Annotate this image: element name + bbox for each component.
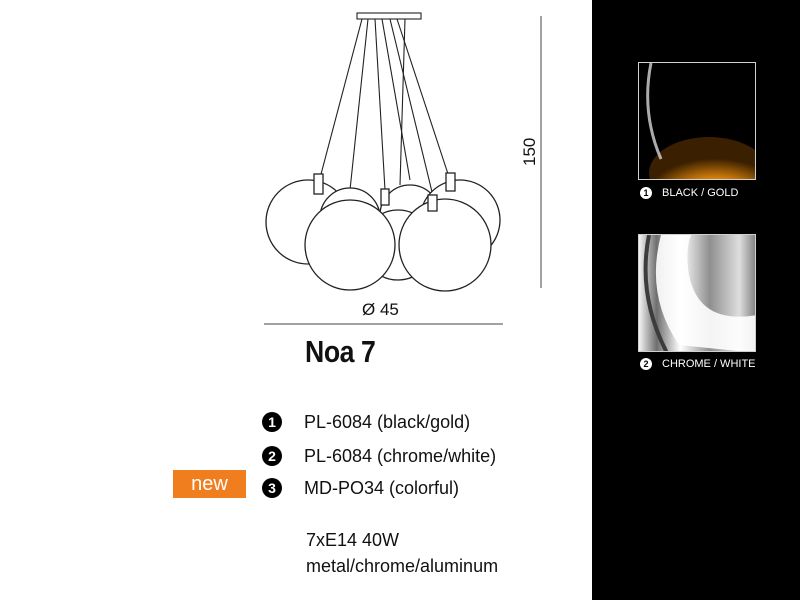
number-badge-icon: 2 — [640, 358, 652, 370]
cable — [396, 18, 451, 181]
diameter-label: Ø 45 — [362, 300, 399, 319]
number-badge-icon: 2 — [262, 446, 282, 466]
cable — [374, 18, 386, 191]
number-badge-icon: 1 — [262, 412, 282, 432]
globe-shade — [398, 198, 492, 292]
cable — [381, 18, 411, 181]
black-gold-shade-image — [639, 63, 755, 179]
product-title: Noa 7 — [305, 334, 376, 369]
finish-label: BLACK / GOLD — [662, 187, 739, 199]
new-badge: new — [173, 470, 246, 498]
variant-text: PL-6084 (black/gold) — [304, 411, 471, 432]
lamp-socket — [427, 194, 438, 212]
variant-item: 3 MD-PO34 (colorful) — [262, 475, 459, 501]
spec-bulbs: 7xE14 40W — [306, 530, 400, 550]
spec-materials: metal/chrome/aluminum — [306, 556, 499, 576]
number-badge-icon: 1 — [640, 187, 652, 199]
height-label: 150 — [520, 137, 539, 166]
lamp-line-drawing — [264, 12, 542, 325]
variant-item: 2 PL-6084 (chrome/white) — [262, 443, 496, 469]
cable — [319, 18, 363, 179]
chrome-white-shade-image — [639, 235, 755, 351]
variant-text: PL-6084 (chrome/white) — [304, 445, 497, 466]
ceiling-canopy — [356, 12, 422, 20]
variant-item: 1 PL-6084 (black/gold) — [262, 409, 470, 435]
finish-swatch-black-gold — [638, 62, 756, 180]
cable — [349, 18, 369, 191]
pendant-lamp-drawing — [250, 0, 550, 330]
finish-swatch-chrome-white — [638, 234, 756, 352]
lamp-socket — [445, 172, 456, 192]
cable — [399, 18, 406, 186]
finish-label: CHROME / WHITE — [662, 358, 756, 370]
number-badge-icon: 3 — [262, 478, 282, 498]
cable — [389, 18, 434, 197]
finish-caption: 2 CHROME / WHITE — [640, 358, 756, 370]
lamp-socket — [313, 173, 324, 195]
lamp-socket — [380, 188, 390, 206]
variant-text: MD-PO34 (colorful) — [304, 477, 460, 498]
finish-caption: 1 BLACK / GOLD — [640, 187, 738, 199]
globe-shade — [304, 199, 396, 291]
